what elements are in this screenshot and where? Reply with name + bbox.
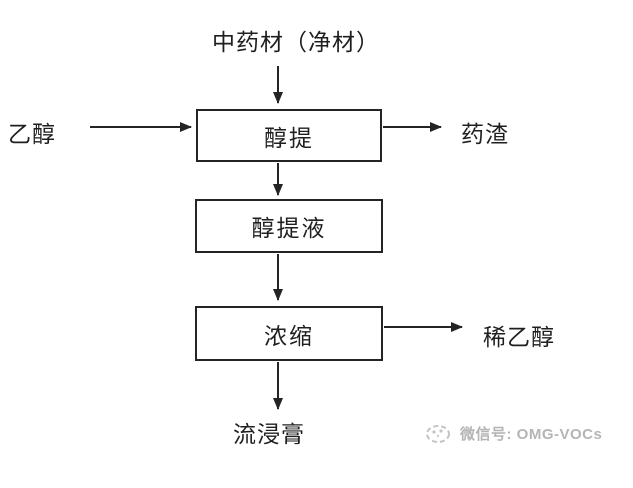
watermark: 微信号: OMG-VOCs [423,422,602,444]
label-source-material: 中药材（净材） [212,29,380,55]
watermark-logo-icon [426,425,450,443]
label-fluid-extract-output: 流浸膏 [233,421,305,447]
box-extraction-liquid: 醇提液 [195,199,383,253]
box-concentration: 浓缩 [195,306,383,361]
box-alcohol-extraction-label: 醇提 [264,124,314,151]
box-alcohol-extraction: 醇提 [196,109,382,162]
watermark-wechat-id: 微信号: OMG-VOCs [460,425,603,443]
box-concentration-label: 浓缩 [264,322,314,349]
box-extraction-liquid-label: 醇提液 [251,215,327,241]
label-residue-output: 药渣 [461,121,509,147]
label-ethanol-input: 乙醇 [8,121,56,147]
label-dilute-ethanol-output: 稀乙醇 [483,324,555,350]
